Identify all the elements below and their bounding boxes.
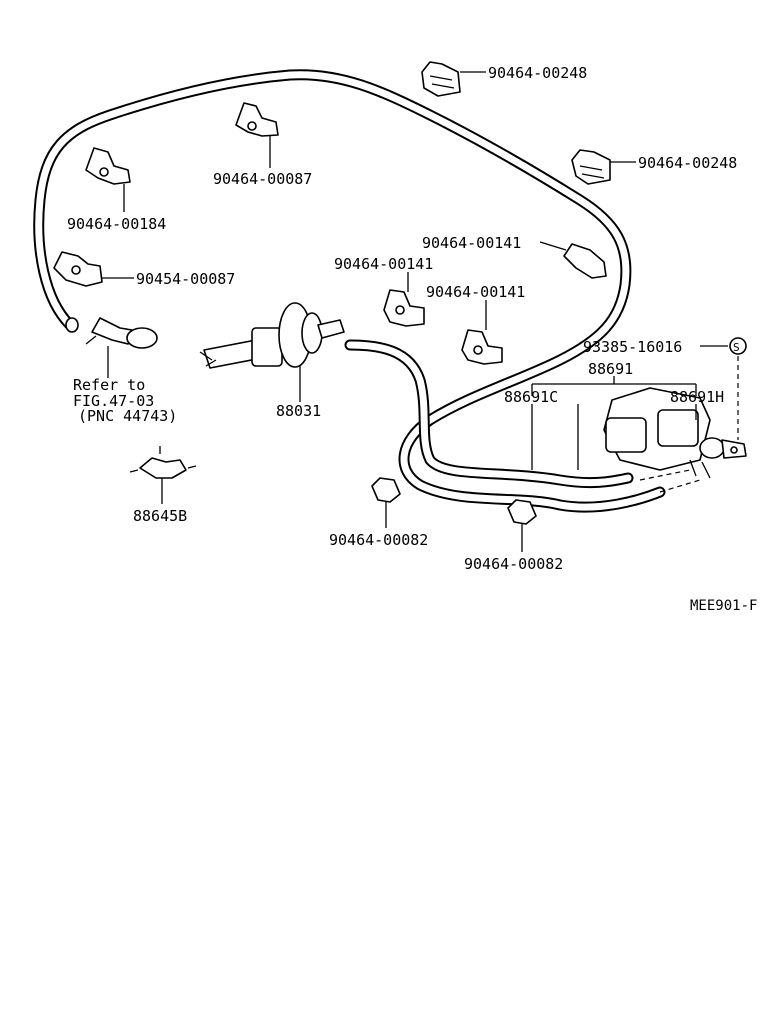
figure-code: MEE901-F [690,598,757,614]
label-clip-center-141-1: 90464-00141 [334,255,433,273]
clip-left-upper [85,147,131,185]
leader-lines [102,71,739,552]
label-connector: 88645B [133,507,187,525]
label-clip-left-upper: 90464-00184 [67,215,166,233]
label-clip-top-center: 90464-00087 [213,170,312,188]
label-hose-c: 88691C [504,388,558,406]
vsv-assembly [603,387,747,479]
clip-center-141-2 [461,329,503,365]
clip-bottom-1 [371,477,401,503]
label-screw: 93385-16016 [583,338,682,356]
clip-right-141 [563,243,607,279]
screw-symbol-letter: S [733,341,740,354]
label-hose-h: 88691H [670,388,724,406]
refer-line-3: (PNC 44743) [78,407,177,425]
connector [129,446,197,479]
label-clip-center-141-2: 90464-00141 [426,283,525,301]
label-clip-top-right-2: 90464-00248 [638,154,737,172]
refer-line-1: Refer to [73,376,145,394]
clip-left-lower [53,251,103,287]
label-clip-right-141: 90464-00141 [422,234,521,252]
hose-end-fitting [85,317,158,349]
main-hose [33,69,666,513]
screw-symbol-icon [729,337,747,355]
clip-top-right-1 [421,61,461,97]
vacuum-actuator [199,302,345,369]
label-clip-top-right-1: 90464-00248 [488,64,587,82]
clip-top-center [235,102,279,137]
label-vsv-assembly: 88691 [588,360,633,378]
refer-line-2: FIG.47-03 [73,392,154,410]
clip-top-right-2 [571,149,611,185]
label-actuator: 88031 [276,402,321,420]
label-clip-left-lower: 90454-00087 [136,270,235,288]
label-clip-bottom-1: 90464-00082 [329,531,428,549]
label-clip-bottom-2: 90464-00082 [464,555,563,573]
clip-center-141-1 [383,289,425,327]
clip-bottom-2 [507,499,537,525]
